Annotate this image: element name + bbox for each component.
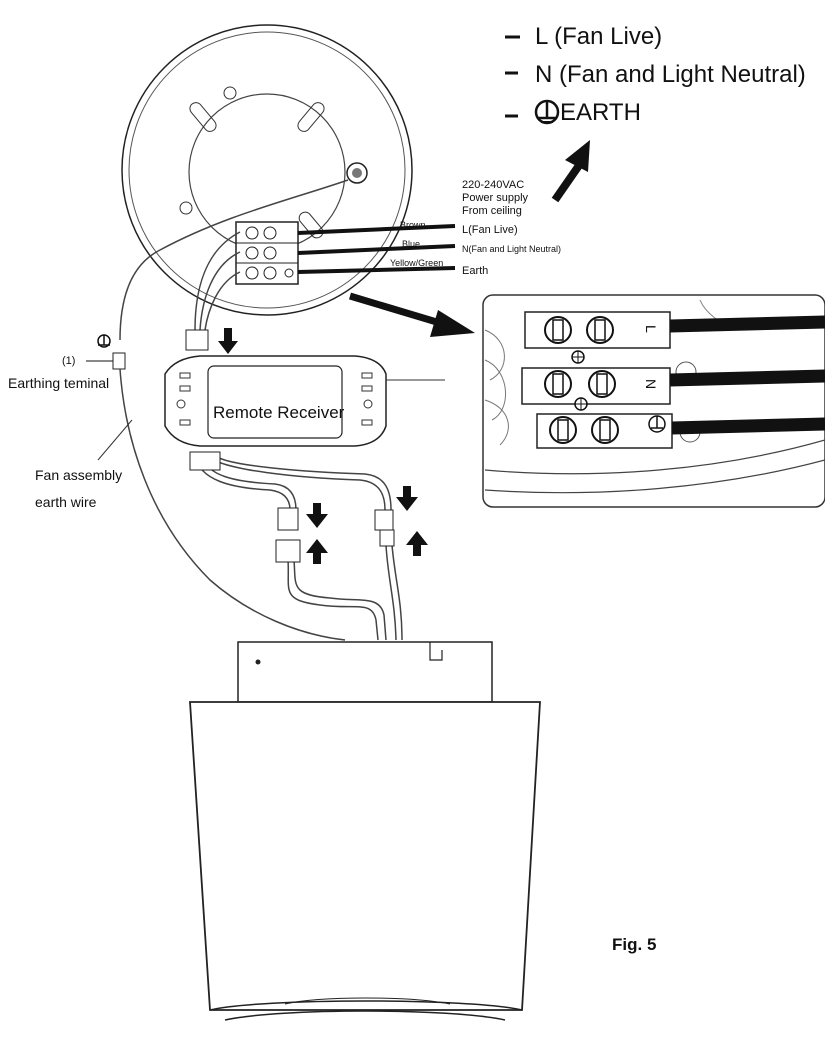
earth-symbol-icon: [571, 350, 666, 433]
terminal-zoom-inset: L N: [482, 294, 825, 508]
fan-earth-wire: [119, 368, 346, 641]
fan-wire-line-1: Fan assembly: [35, 467, 122, 483]
connector-2-bottom: [379, 529, 395, 547]
wire-neutral-label: N(Fan and Light Neutral): [462, 244, 561, 254]
down-arrow-icon: [218, 328, 238, 354]
screw-icon: [544, 316, 619, 444]
diagonal-arrow-icon: [348, 292, 475, 337]
connector-1-top: [277, 507, 299, 531]
legend-live: L (Fan Live): [535, 23, 662, 50]
up-arrow-icon: [306, 539, 328, 564]
receiver-connector: [185, 329, 209, 351]
earthing-terminal: [112, 352, 126, 370]
diagonal-arrow-icon: [551, 140, 590, 203]
figure-caption: Fig. 5: [612, 935, 656, 954]
plate-to-receiver-wires: [119, 179, 349, 341]
supply-line-2: Power supply: [462, 192, 529, 204]
legend: L (Fan Live) N (Fan and Light Neutral) E…: [505, 23, 806, 126]
terminal-block: [235, 221, 299, 285]
up-arrow-icon: [406, 531, 428, 556]
down-arrow-icon: [396, 486, 418, 511]
legend-neutral: N (Fan and Light Neutral): [535, 61, 806, 88]
legend-earth: EARTH: [560, 99, 641, 126]
fan-body: [189, 641, 541, 1021]
earth-symbol-icon: [534, 99, 560, 125]
inset-letter-n: N: [643, 379, 659, 389]
remote-receiver: Remote Receiver: [164, 355, 387, 447]
supply-wires: [297, 224, 456, 274]
supply-line-1: 220-240VAC: [462, 179, 524, 191]
wire-yellow-green-label: Yellow/Green: [390, 258, 443, 268]
earth-symbol-icon: [97, 334, 111, 348]
wire-live-label: L(Fan Live): [462, 224, 518, 236]
down-arrow-icon: [306, 503, 328, 528]
wire-blue-label: Blue: [402, 239, 420, 249]
supply-line-3: From ceiling: [462, 205, 522, 217]
receiver-output-connector: [189, 451, 221, 471]
receiver-label: Remote Receiver: [213, 403, 345, 422]
wire-brown-label: Brown: [400, 220, 426, 230]
screw-icon: [346, 162, 368, 184]
inset-letter-l: L: [643, 325, 659, 333]
fan-wire-line-2: earth wire: [35, 494, 97, 510]
wire-earth-label: Earth: [462, 265, 488, 277]
earthing-label: Earthing teminal: [8, 375, 109, 391]
connector-1-bottom: [275, 539, 301, 563]
earthing-number: (1): [62, 355, 75, 367]
connector-2-top: [374, 509, 394, 531]
